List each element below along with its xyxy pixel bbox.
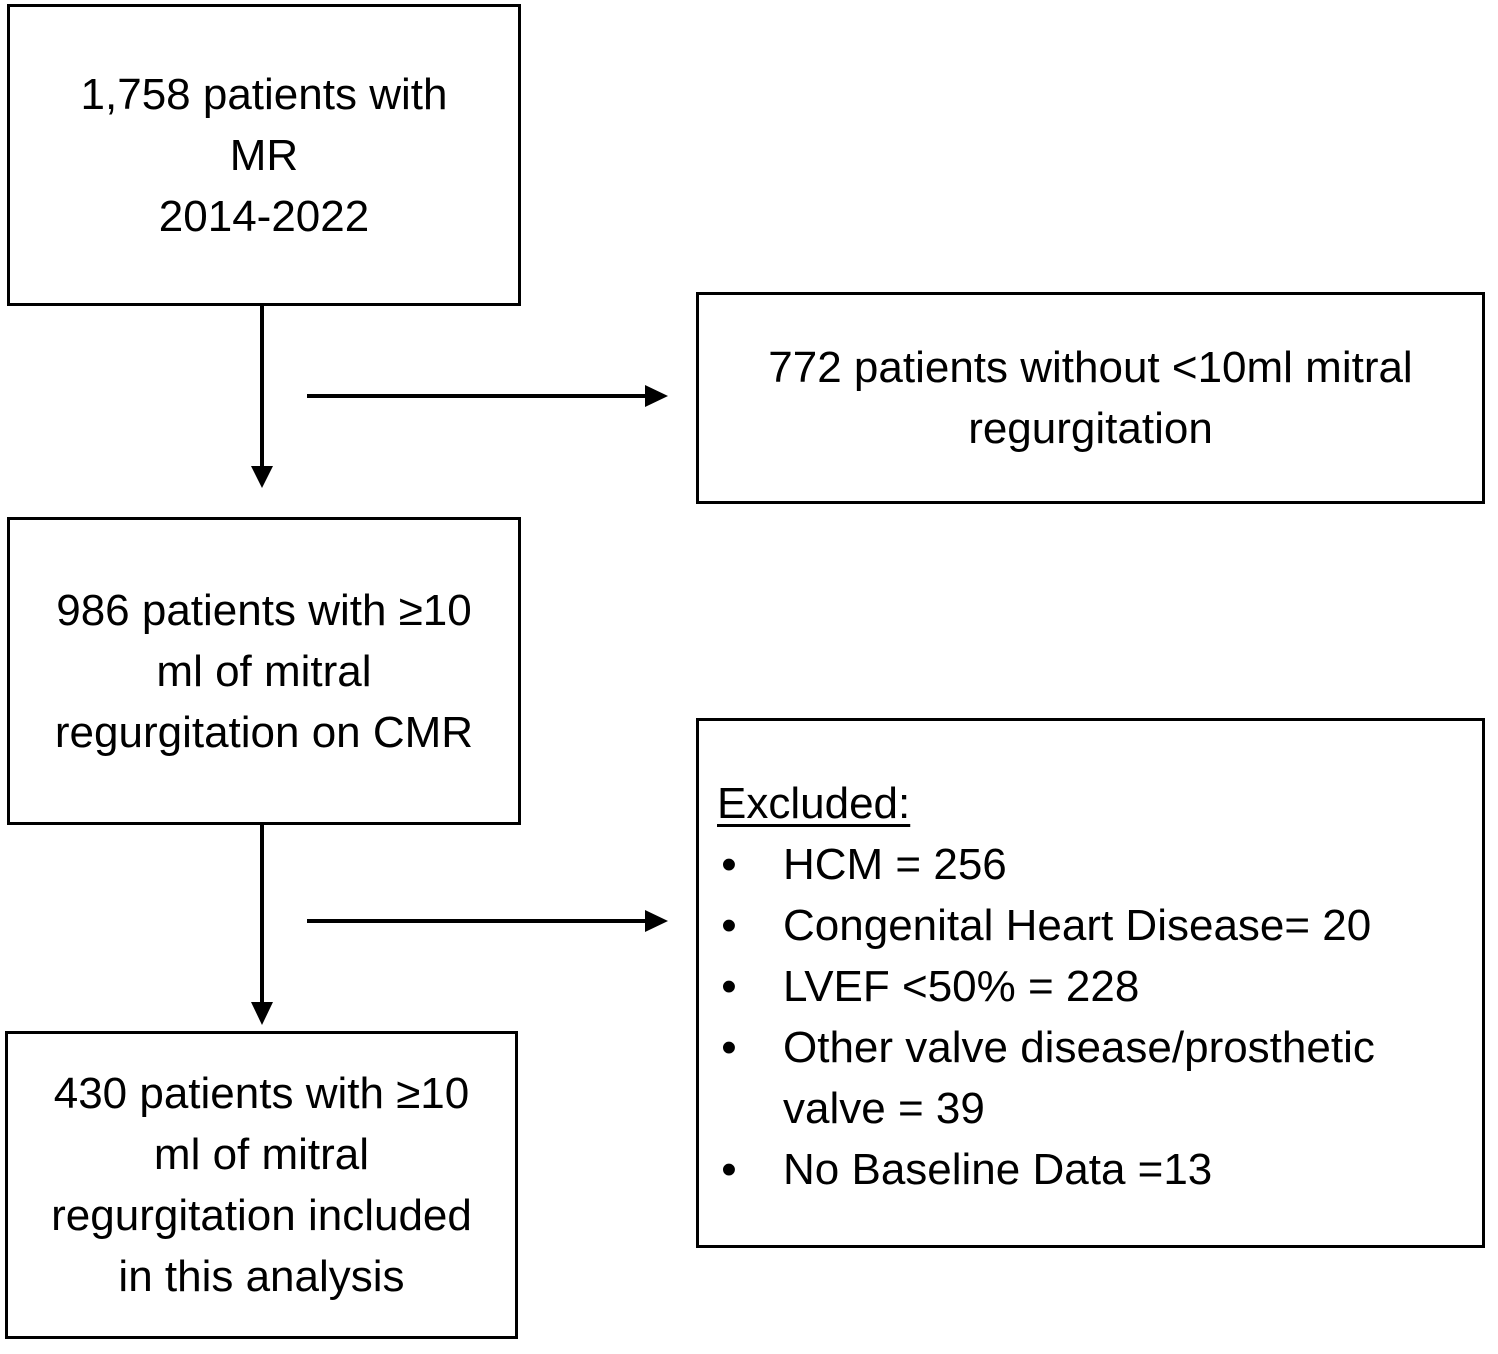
- final-box: 430 patients with ≥10 ml of mitral regur…: [5, 1031, 518, 1339]
- start-box-line-1: 1,758 patients with: [80, 69, 448, 119]
- final-box-line-1: 430 patients with ≥10: [53, 1069, 470, 1118]
- final-box-line-3: regurgitation included: [51, 1191, 472, 1240]
- exclusion-box-1: 772 patients without <10ml mitral regurg…: [696, 292, 1485, 504]
- middle-box-line-3: regurgitation on CMR: [54, 707, 474, 757]
- bullet-icon: •: [721, 840, 737, 889]
- arrow-to-exclusion-2: [307, 910, 668, 932]
- exclusion-1-line-2: regurgitation: [968, 404, 1213, 453]
- middle-box-line-2: ml of mitral: [156, 646, 372, 696]
- middle-box: 986 patients with ≥10 ml of mitral regur…: [7, 517, 521, 825]
- arrow-to-exclusion-1: [307, 385, 668, 407]
- arrow-middle-to-final: [251, 825, 273, 1025]
- exclusion-list: • HCM = 256 • Congenital Heart Disease= …: [717, 834, 1482, 1200]
- final-box-line-2: ml of mitral: [153, 1130, 370, 1179]
- exclusion-item-text: HCM = 256: [783, 840, 1007, 889]
- arrow-start-to-middle: [251, 306, 273, 488]
- exclusion-item-text: Other valve disease/prosthetic valve = 3…: [783, 1023, 1375, 1133]
- bullet-icon: •: [721, 1145, 737, 1194]
- list-item: • Other valve disease/prosthetic valve =…: [717, 1017, 1423, 1139]
- bullet-icon: •: [721, 901, 737, 950]
- start-box-line-2: MR: [229, 130, 299, 180]
- exclusion-box-2: Excluded: • HCM = 256 • Congenital Heart…: [696, 718, 1485, 1248]
- exclusion-1-line-1: 772 patients without <10ml mitral: [768, 343, 1413, 392]
- exclusion-title: Excluded:: [717, 779, 911, 828]
- final-box-line-4: in this analysis: [118, 1252, 405, 1301]
- start-box-line-3: 2014-2022: [158, 191, 370, 241]
- list-item: • No Baseline Data =13: [717, 1139, 1423, 1200]
- exclusion-item-text: LVEF <50% = 228: [783, 962, 1140, 1011]
- exclusion-item-text: Congenital Heart Disease= 20: [783, 901, 1372, 950]
- bullet-icon: •: [721, 1023, 737, 1072]
- exclusion-item-text: No Baseline Data =13: [783, 1145, 1213, 1194]
- middle-box-line-1: 986 patients with ≥10: [56, 585, 472, 635]
- bullet-icon: •: [721, 962, 737, 1011]
- list-item: • Congenital Heart Disease= 20: [717, 895, 1423, 956]
- start-box: 1,758 patients with MR 2014-2022: [7, 4, 521, 306]
- list-item: • LVEF <50% = 228: [717, 956, 1423, 1017]
- list-item: • HCM = 256: [717, 834, 1423, 895]
